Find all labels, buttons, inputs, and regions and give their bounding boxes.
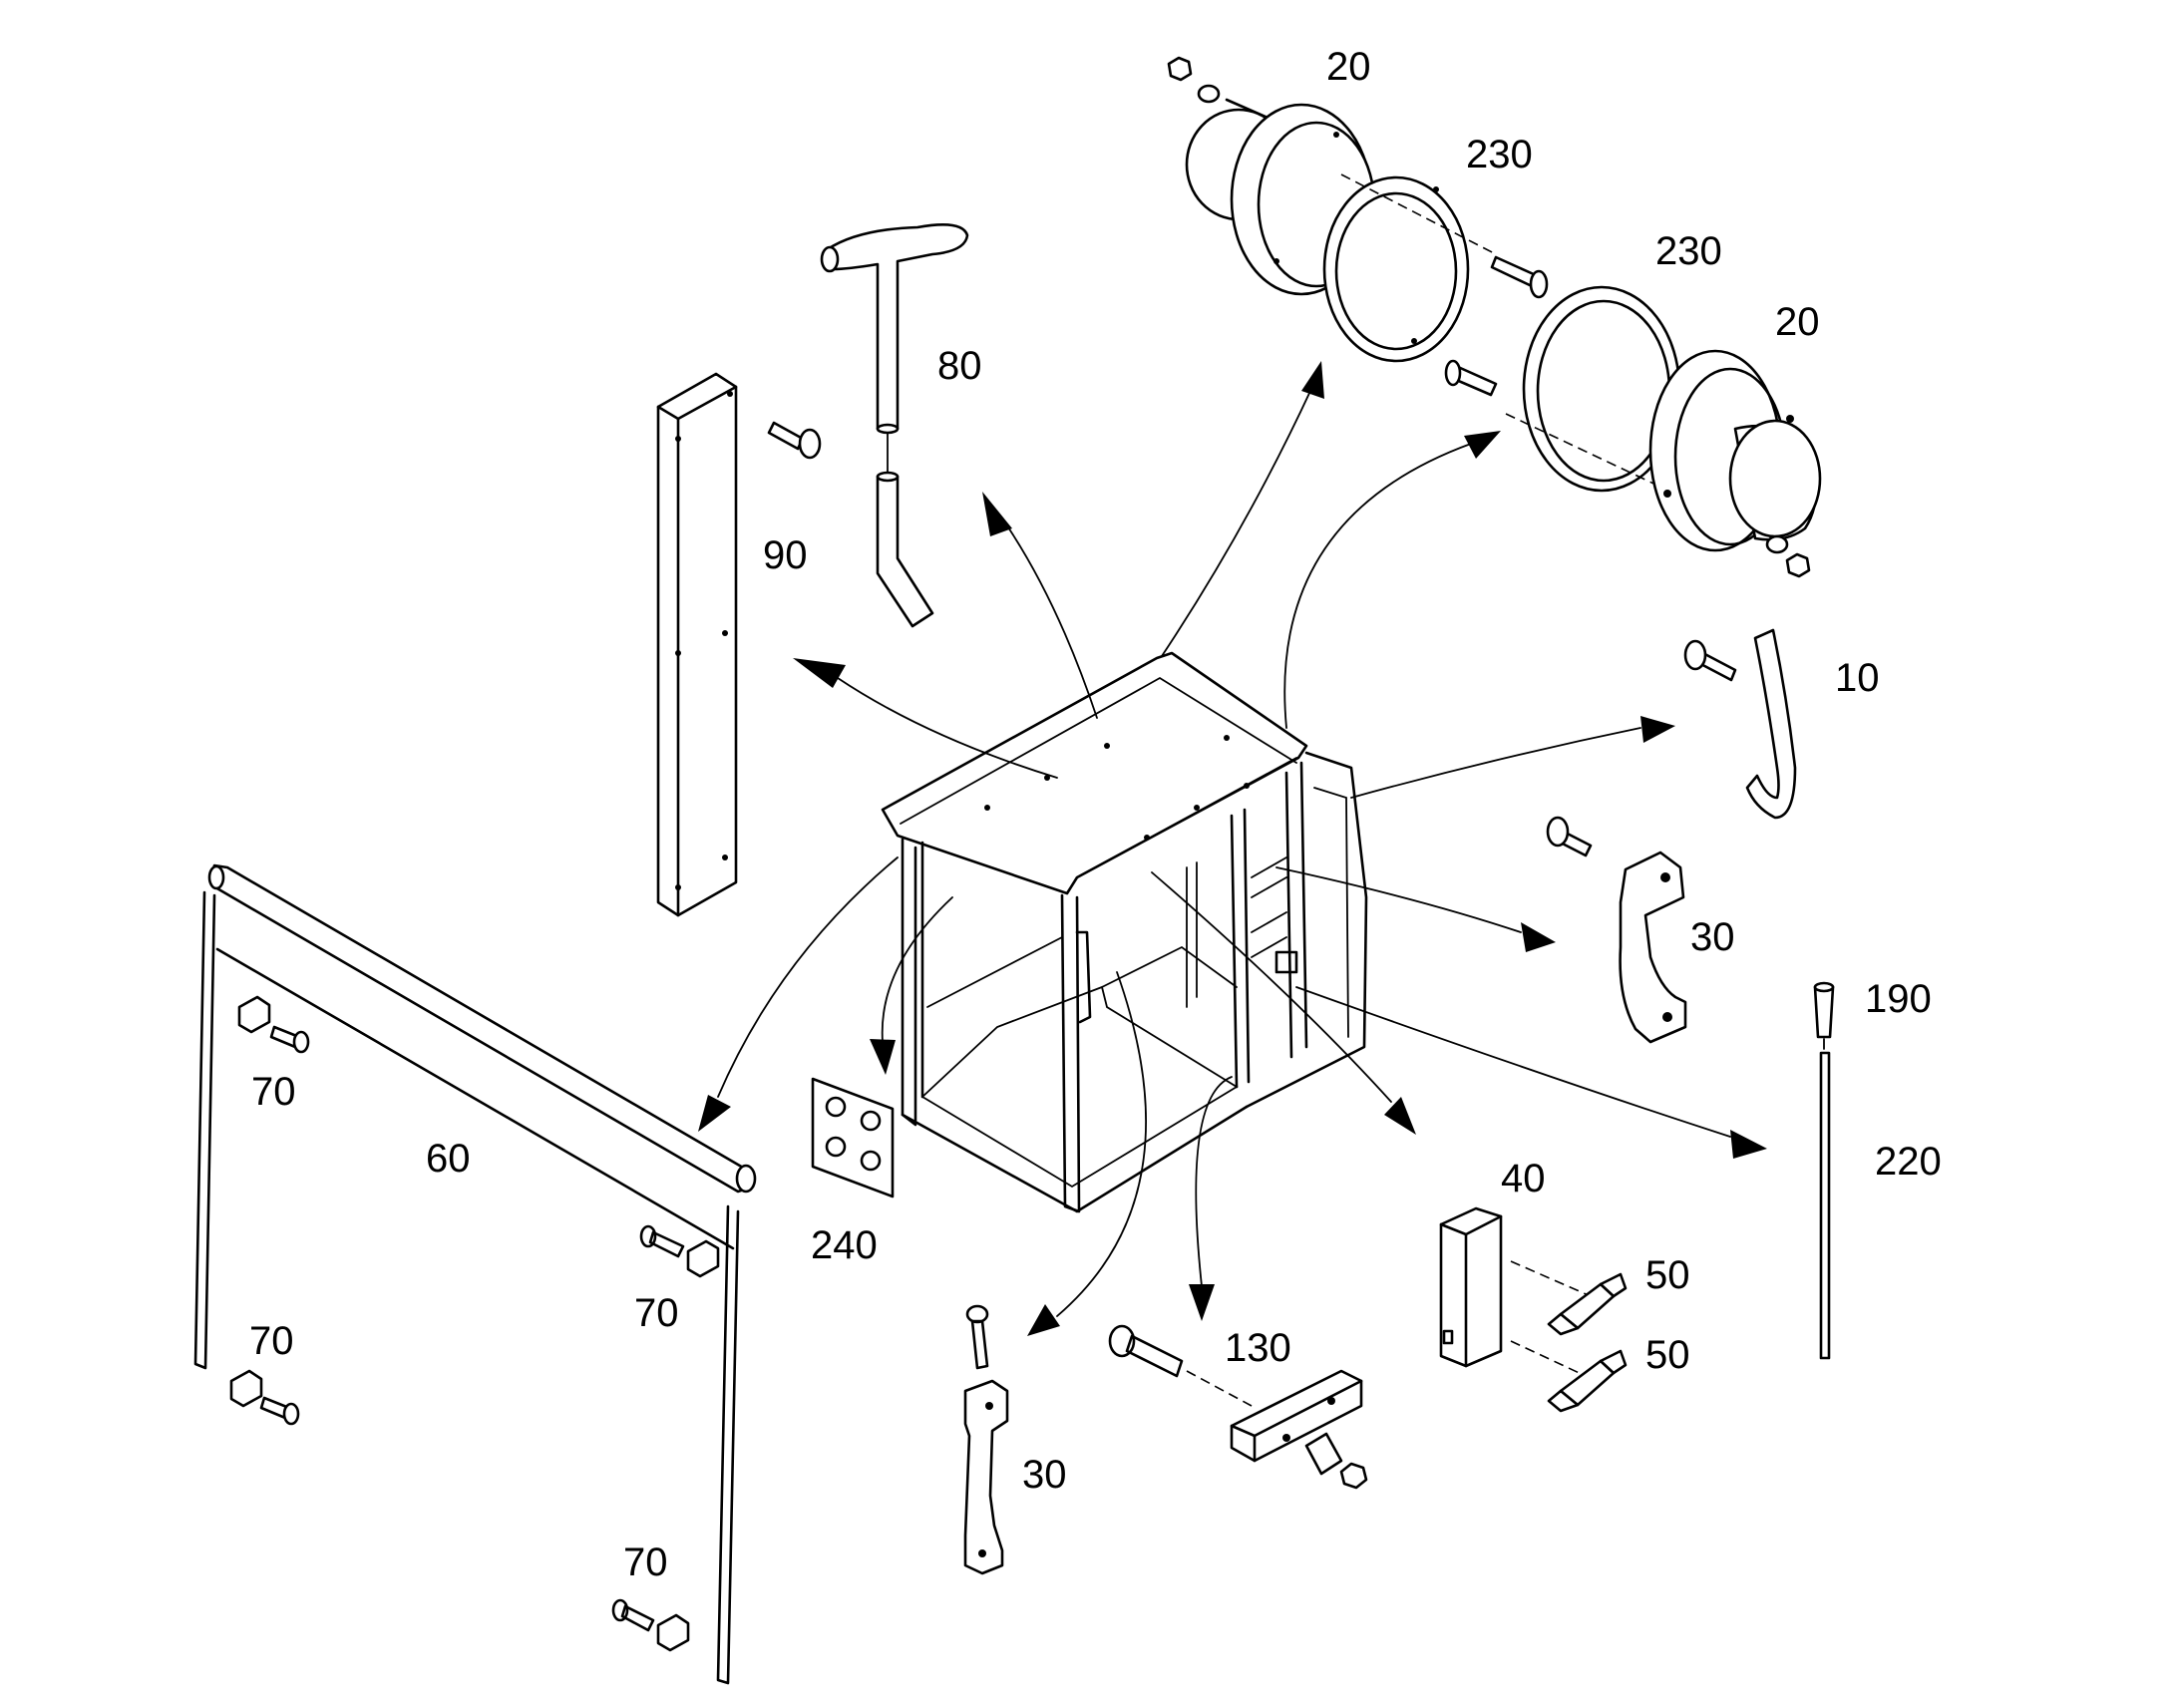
label-80: 80 (937, 344, 982, 388)
part-190-220-rod (1813, 981, 1835, 1360)
label-30-right: 30 (1690, 915, 1735, 959)
part-number-labels: 20 230 230 20 80 90 10 30 190 220 40 50 … (249, 45, 1942, 1584)
part-40-box (1439, 1206, 1503, 1368)
label-20-right: 20 (1775, 300, 1820, 344)
part-50-bulbs (1510, 1260, 1628, 1413)
cab-frame (881, 651, 1368, 1213)
label-190: 190 (1865, 977, 1932, 1021)
part-130-bracket (1108, 1324, 1368, 1490)
label-230-right: 230 (1655, 229, 1722, 273)
label-240: 240 (811, 1223, 878, 1267)
label-70-a: 70 (251, 1070, 296, 1114)
label-70-b: 70 (634, 1291, 679, 1335)
label-40: 40 (1501, 1157, 1546, 1200)
part-240-plate (811, 1077, 895, 1198)
part-30-right-handle (1546, 816, 1687, 1044)
part-10-hook (1683, 628, 1797, 820)
part-230-right (1444, 285, 1686, 500)
label-30-bottom: 30 (1022, 1453, 1067, 1497)
part-60-roller-blind (193, 863, 757, 1685)
label-90: 90 (763, 533, 808, 577)
part-20-right (1648, 349, 1822, 578)
label-130: 130 (1225, 1326, 1291, 1370)
label-70-c: 70 (249, 1319, 294, 1363)
label-220: 220 (1875, 1140, 1942, 1184)
part-230-top (1322, 173, 1549, 363)
label-60: 60 (426, 1137, 471, 1181)
assembly-arrows (698, 361, 1767, 1336)
part-70-clips (229, 995, 720, 1652)
part-80-hose (820, 223, 969, 628)
label-230-top: 230 (1466, 133, 1533, 176)
part-30-bottom-handle (963, 1304, 1009, 1575)
label-20-top: 20 (1326, 45, 1371, 89)
label-70-d: 70 (623, 1540, 668, 1584)
label-50-a: 50 (1645, 1253, 1690, 1297)
label-50-b: 50 (1645, 1333, 1690, 1377)
part-90-panel (656, 372, 822, 917)
label-10: 10 (1835, 656, 1880, 700)
